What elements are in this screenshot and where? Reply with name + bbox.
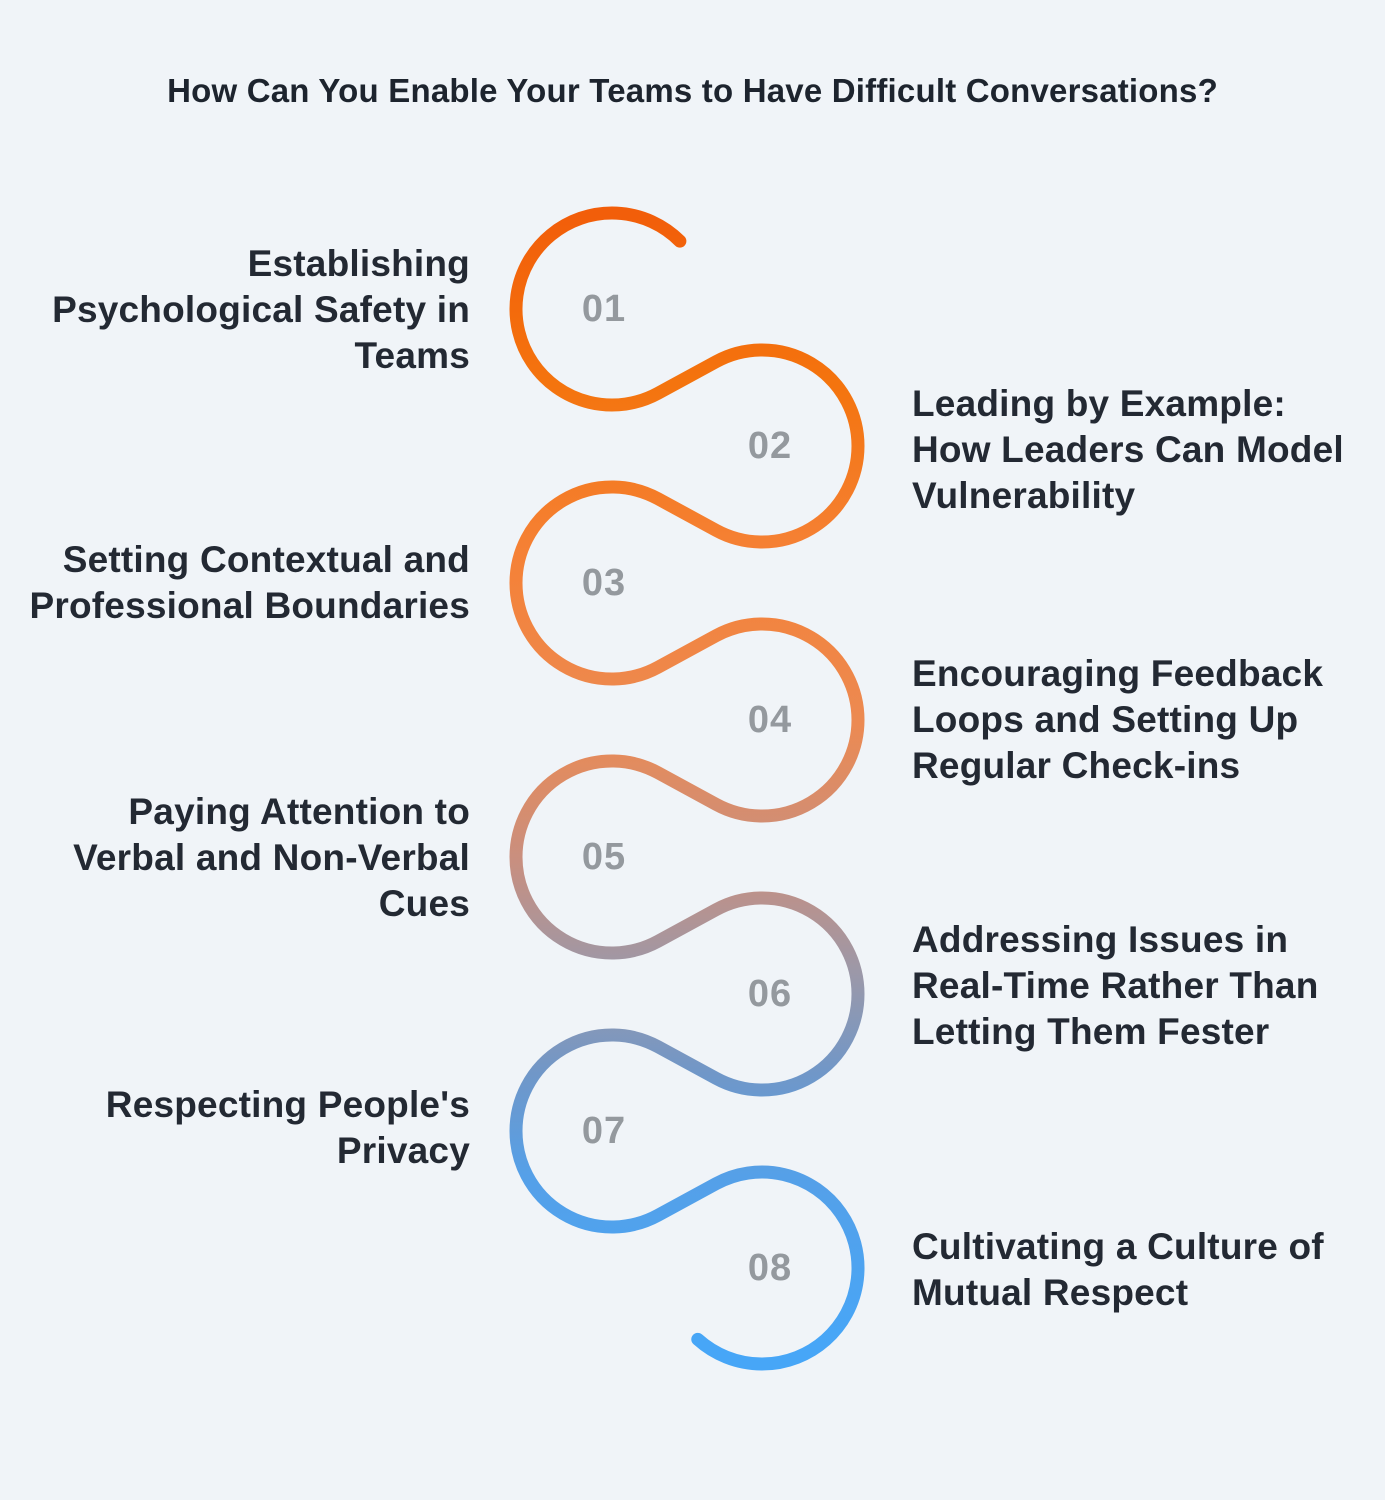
step-label-6: Addressing Issues in Real-Time Rather Th… [912, 919, 1319, 1052]
snake-path [509, 206, 865, 1371]
step-number-5: 05 [582, 836, 626, 878]
page-title: How Can You Enable Your Teams to Have Di… [167, 72, 1218, 109]
step-label-7: Respecting People's Privacy [105, 1084, 470, 1171]
step-number-3: 03 [582, 562, 626, 604]
step-number-6: 06 [748, 973, 792, 1015]
step-number-7: 07 [582, 1110, 626, 1152]
step-number-8: 08 [748, 1247, 792, 1289]
step-label-2: Leading by Example: How Leaders Can Mode… [912, 383, 1344, 516]
step-label-4: Encouraging Feedback Loops and Setting U… [912, 653, 1324, 786]
step-label-8: Cultivating a Culture of Mutual Respect [912, 1226, 1324, 1313]
step-label-1: Establishing Psychological Safety in Tea… [52, 243, 470, 376]
step-number-4: 04 [748, 699, 792, 741]
step-number-1: 01 [582, 288, 626, 330]
step-label-5: Paying Attention to Verbal and Non-Verba… [73, 791, 470, 924]
step-label-3: Setting Contextual and Professional Boun… [29, 539, 470, 626]
step-number-2: 02 [748, 425, 792, 467]
